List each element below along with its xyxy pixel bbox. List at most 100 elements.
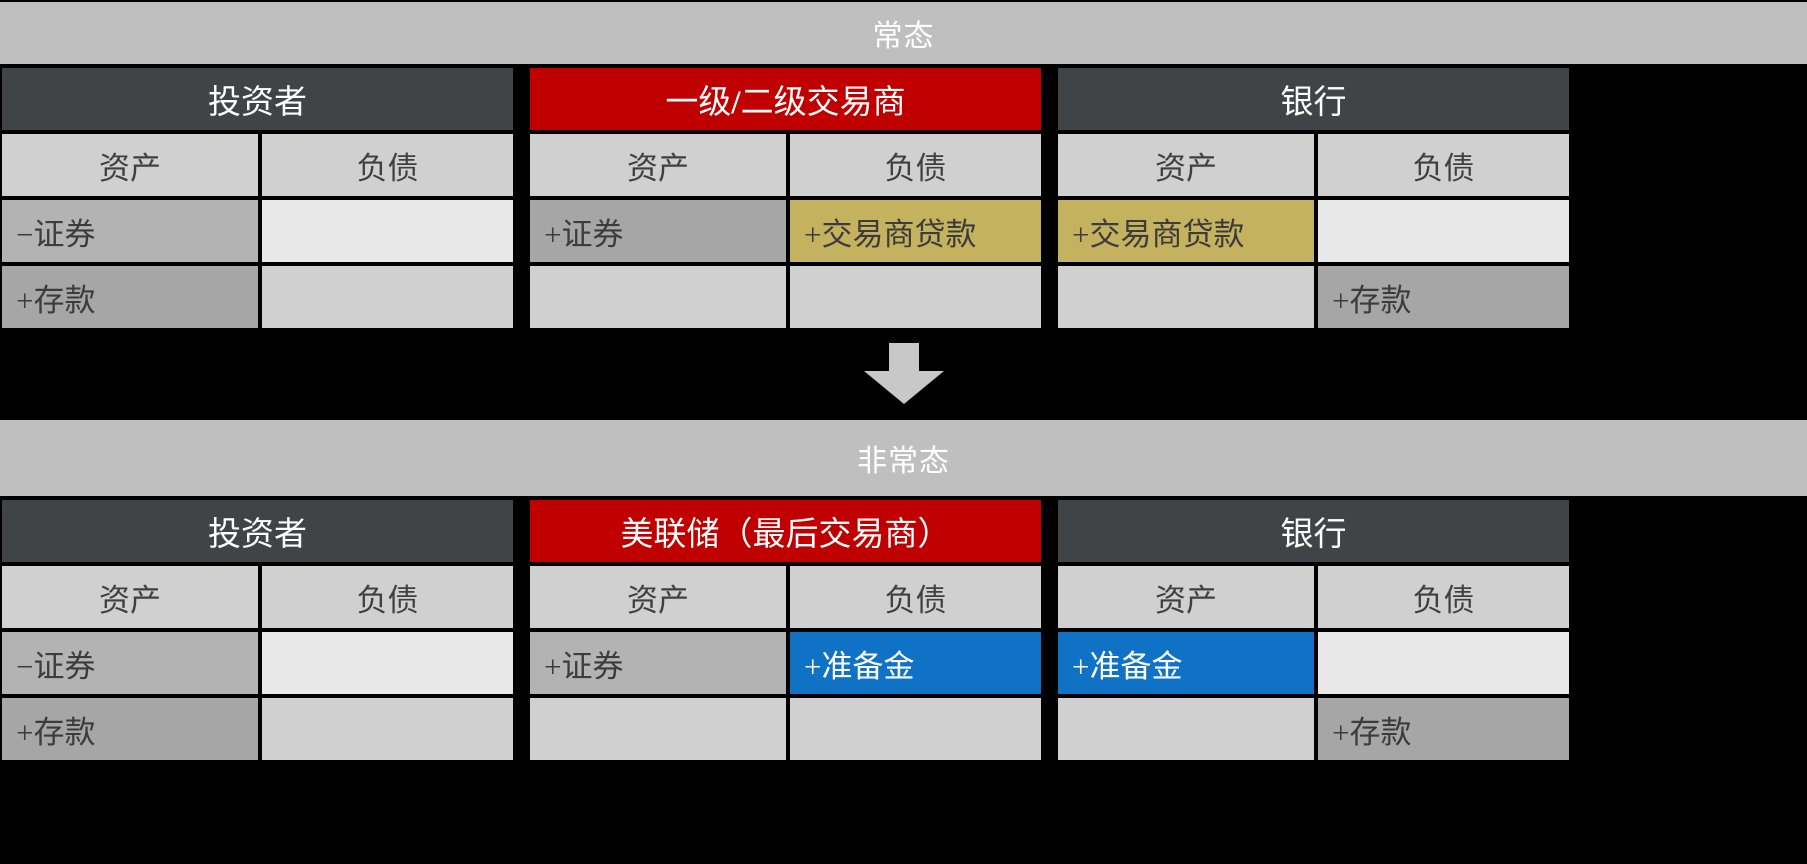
col-divider	[1314, 566, 1318, 628]
col-divider	[786, 200, 790, 262]
cell-asset: +证券	[530, 200, 786, 262]
spacer	[0, 64, 1807, 68]
col-divider	[786, 134, 790, 196]
cell-liability	[790, 698, 1041, 760]
table-title-investor: 投资者	[2, 500, 513, 562]
column-header-assets: 资产	[2, 566, 258, 628]
cell-liability	[1318, 632, 1569, 694]
col-divider	[258, 134, 262, 196]
table-row: +存款	[1058, 266, 1569, 328]
table-title-bank: 银行	[1058, 68, 1569, 130]
table-gap	[1041, 68, 1058, 328]
cell-asset	[530, 698, 786, 760]
col-divider	[258, 200, 262, 262]
col-divider	[786, 566, 790, 628]
column-header-row: 资产 负债	[1058, 134, 1569, 196]
cell-liability	[790, 266, 1041, 328]
cell-asset: +存款	[2, 698, 258, 760]
cell-liability: +准备金	[790, 632, 1041, 694]
cell-liability	[262, 266, 513, 328]
cell-liability	[262, 698, 513, 760]
column-header-row: 资产 负债	[530, 134, 1041, 196]
down-arrow-icon	[863, 343, 944, 404]
top-edge	[0, 0, 1807, 2]
cell-asset: +准备金	[1058, 632, 1314, 694]
tables-row-abnormal: 投资者 资产 负债 −证券 +存款 美联储（最后交易商）	[0, 500, 1807, 760]
cell-asset	[1058, 266, 1314, 328]
cell-asset: −证券	[2, 632, 258, 694]
column-header-assets: 资产	[2, 134, 258, 196]
col-divider	[258, 566, 262, 628]
column-header-liabilities: 负债	[1318, 566, 1569, 628]
table-row: +存款	[2, 266, 513, 328]
table-row: +交易商贷款	[1058, 200, 1569, 262]
col-divider	[786, 632, 790, 694]
table-title-label: 投资者	[208, 517, 307, 553]
table-title-label: 投资者	[208, 85, 307, 121]
column-header-assets: 资产	[530, 134, 786, 196]
table-title-label: 一级/二级交易商	[665, 85, 906, 121]
table-row: +存款	[1058, 698, 1569, 760]
table-row	[530, 266, 1041, 328]
column-header-liabilities: 负债	[262, 134, 513, 196]
col-divider	[1314, 698, 1318, 760]
table-title-fed: 美联储（最后交易商）	[530, 500, 1041, 562]
cell-asset	[530, 266, 786, 328]
section-banner-label: 常态	[872, 20, 935, 53]
section-banner-abnormal: 非常态	[0, 420, 1807, 496]
column-header-row: 资产 负债	[1058, 566, 1569, 628]
column-header-assets: 资产	[530, 566, 786, 628]
cell-liability	[262, 632, 513, 694]
table-fed-abnormal: 美联储（最后交易商） 资产 负债 +证券 +准备金	[530, 500, 1041, 760]
table-row: +证券 +准备金	[530, 632, 1041, 694]
cell-asset: +证券	[530, 632, 786, 694]
col-divider	[258, 266, 262, 328]
left-edge	[0, 500, 2, 760]
column-header-row: 资产 负债	[2, 134, 513, 196]
cell-asset: −证券	[2, 200, 258, 262]
col-divider	[1314, 632, 1318, 694]
col-divider	[258, 698, 262, 760]
table-gap	[1041, 500, 1058, 760]
cell-asset	[1058, 698, 1314, 760]
spacer	[0, 496, 1807, 500]
table-gap	[513, 68, 530, 328]
tables-row-normal: 投资者 资产 负债 −证券 +存款 一级/二级交易商	[0, 68, 1807, 328]
column-header-row: 资产 负债	[2, 566, 513, 628]
column-header-assets: 资产	[1058, 134, 1314, 196]
table-title-investor: 投资者	[2, 68, 513, 130]
table-row: −证券	[2, 200, 513, 262]
col-divider	[1314, 134, 1318, 196]
column-header-liabilities: 负债	[790, 134, 1041, 196]
section-banner-normal: 常态	[0, 2, 1807, 64]
table-row: +证券 +交易商贷款	[530, 200, 1041, 262]
cell-liability: +存款	[1318, 266, 1569, 328]
table-bank-abnormal: 银行 资产 负债 +准备金 +存款	[1058, 500, 1569, 760]
cell-asset: +存款	[2, 266, 258, 328]
table-gap	[513, 500, 530, 760]
cell-liability	[1318, 200, 1569, 262]
cell-asset: +交易商贷款	[1058, 200, 1314, 262]
section-banner-label: 非常态	[857, 445, 950, 478]
column-header-assets: 资产	[1058, 566, 1314, 628]
table-row: +存款	[2, 698, 513, 760]
transition-arrow-strip	[0, 328, 1807, 420]
table-title-label: 银行	[1280, 85, 1347, 121]
table-investor-normal: 投资者 资产 负债 −证券 +存款	[2, 68, 513, 328]
col-divider	[258, 632, 262, 694]
table-row: +准备金	[1058, 632, 1569, 694]
col-divider	[1314, 200, 1318, 262]
table-title-label: 银行	[1280, 517, 1347, 553]
table-title-label: 美联储（最后交易商）	[620, 517, 951, 553]
column-header-liabilities: 负债	[790, 566, 1041, 628]
table-title-dealer: 一级/二级交易商	[530, 68, 1041, 130]
table-bank-normal: 银行 资产 负债 +交易商贷款 +存款	[1058, 68, 1569, 328]
cell-liability	[262, 200, 513, 262]
column-header-row: 资产 负债	[530, 566, 1041, 628]
table-row	[530, 698, 1041, 760]
column-header-liabilities: 负债	[1318, 134, 1569, 196]
cell-liability: +交易商贷款	[790, 200, 1041, 262]
table-title-bank: 银行	[1058, 500, 1569, 562]
cell-liability: +存款	[1318, 698, 1569, 760]
